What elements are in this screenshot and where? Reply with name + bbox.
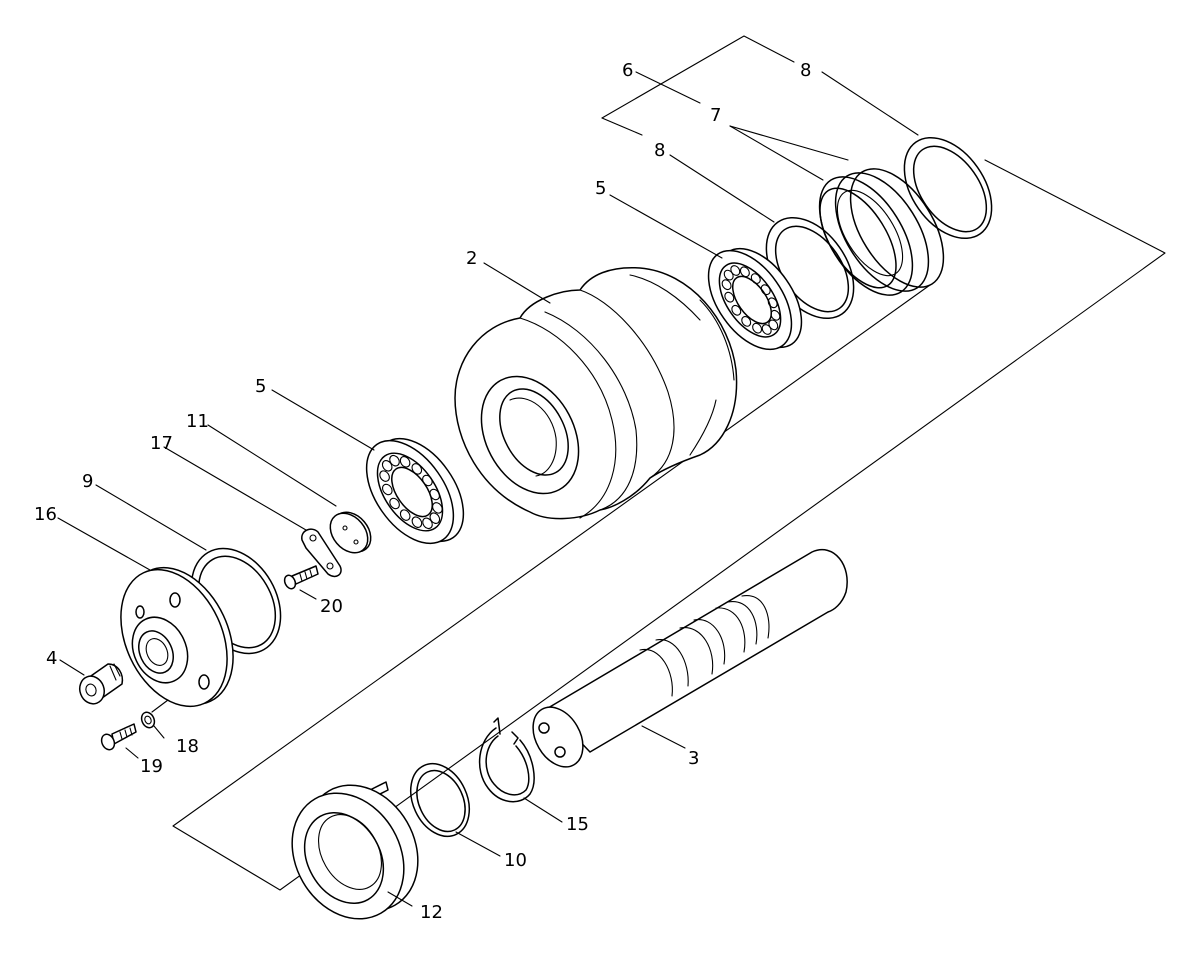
part-20-bolt	[283, 565, 319, 590]
bearing-roller	[389, 454, 400, 467]
part-4-plug	[78, 663, 124, 705]
bearing-roller	[411, 463, 423, 475]
callout-17: 17	[150, 433, 173, 454]
part-17-lock-plate	[301, 528, 342, 578]
part-2-roller-body	[454, 266, 738, 520]
callout-8-inner: 8	[654, 140, 665, 161]
bearing-roller	[731, 304, 742, 316]
callout-4: 4	[46, 648, 57, 669]
bearing-roller	[730, 265, 741, 276]
callout-5-upper: 5	[595, 178, 606, 199]
bearing-roller	[741, 316, 752, 327]
bearing-roller	[422, 517, 433, 530]
bearing-roller	[432, 502, 443, 514]
bearing-roller	[721, 279, 732, 291]
part-19-bolt	[100, 723, 137, 751]
bearing-roller	[379, 470, 390, 482]
callout-7: 7	[710, 105, 721, 126]
part-10-o-ring	[409, 762, 471, 838]
bearing-roller	[429, 488, 441, 501]
bearing-roller	[411, 516, 423, 528]
callout-2: 2	[466, 248, 477, 269]
bearing-roller	[761, 324, 772, 335]
callout-6: 6	[622, 60, 633, 81]
bearing-roller	[422, 474, 433, 487]
callout-9: 9	[82, 471, 93, 492]
callout-12: 12	[420, 902, 443, 923]
part-18-washer	[140, 711, 156, 729]
bearing-roller	[770, 309, 781, 321]
part-11-plate	[329, 511, 372, 554]
callout-3: 3	[688, 748, 699, 769]
callout-20: 20	[320, 596, 343, 617]
callout-10: 10	[504, 850, 527, 871]
part-15-snap-ring	[478, 717, 535, 803]
callout-8-outer: 8	[800, 60, 811, 81]
seal-group-bracket	[601, 35, 795, 136]
callout-labels: 6 8 7 8 5 2 5 11 17 9 16 20 4 18 3 19 15…	[34, 60, 811, 923]
part-8-outer-seal-ring	[903, 136, 993, 240]
part-16-end-cover	[120, 566, 234, 708]
bearing-roller	[760, 284, 771, 296]
bearing-roller	[752, 322, 763, 334]
callout-15: 15	[566, 814, 589, 835]
bearing-roller	[399, 456, 411, 468]
callout-11: 11	[186, 411, 209, 432]
part-5-lower-bearing	[365, 437, 465, 545]
callout-16: 16	[34, 504, 57, 525]
part-7-floating-seal	[818, 168, 945, 296]
bearing-roller	[739, 266, 750, 278]
part-5-upper-bearing	[707, 247, 803, 351]
leader-lines	[57, 71, 919, 907]
part-12-collar	[291, 781, 419, 920]
bearing-roller	[767, 297, 778, 309]
assembly-bracket	[172, 159, 1166, 891]
bearing-roller	[381, 483, 393, 496]
bearing-roller	[389, 497, 400, 510]
bearing-roller	[399, 509, 411, 521]
callout-18: 18	[176, 736, 199, 757]
callout-5-lower: 5	[255, 376, 266, 397]
bearing-roller	[750, 273, 761, 284]
callout-19: 19	[140, 756, 163, 777]
bearing-roller	[724, 291, 735, 303]
part-3-shaft	[532, 549, 848, 768]
